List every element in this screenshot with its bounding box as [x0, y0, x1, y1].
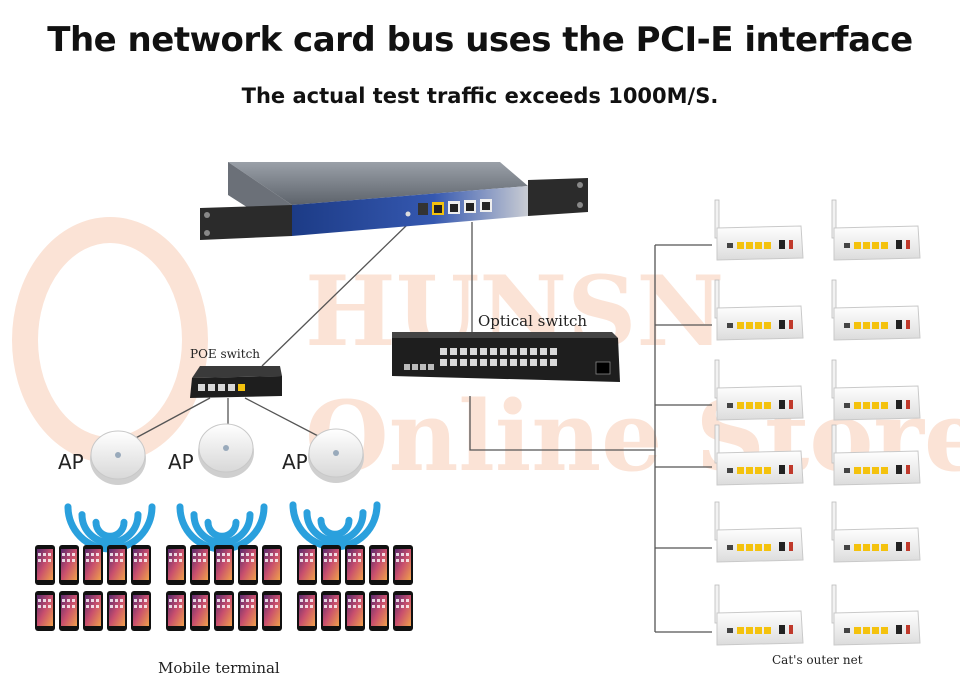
optical-switch-label: Optical switch — [478, 312, 588, 330]
phone — [83, 591, 103, 631]
phone — [262, 545, 282, 585]
phone — [393, 545, 413, 585]
poe-switch — [190, 366, 282, 398]
router — [714, 501, 804, 563]
wifi-signals — [64, 501, 381, 553]
phone — [131, 545, 151, 585]
poe-switch-label: POE switch — [190, 347, 261, 361]
wifi-arc — [303, 509, 367, 545]
router — [831, 584, 921, 646]
phone — [83, 545, 103, 585]
access-point — [90, 430, 146, 485]
phone — [35, 591, 55, 631]
wifi-arc — [78, 511, 142, 547]
phone — [190, 545, 210, 585]
phone — [59, 545, 79, 585]
ap-label: AP — [168, 450, 194, 474]
phone — [297, 545, 317, 585]
router — [714, 359, 804, 421]
router — [831, 424, 921, 486]
phone — [238, 545, 258, 585]
router — [831, 501, 921, 563]
wifi-arc — [204, 518, 240, 540]
page-subtitle: The actual test traffic exceeds 1000M/S. — [241, 84, 719, 108]
wifi-arc — [190, 511, 254, 547]
phone — [190, 591, 210, 631]
phone — [166, 591, 186, 631]
cat-routers — [714, 199, 921, 646]
phone — [107, 545, 127, 585]
phone — [369, 591, 389, 631]
page-title: The network card bus uses the PCI-E inte… — [47, 20, 913, 60]
phone — [35, 545, 55, 585]
cats-outer-net-label: Cat's outer net — [772, 653, 863, 667]
router — [714, 584, 804, 646]
ap-devices — [90, 423, 364, 485]
access-point — [308, 428, 364, 483]
phone — [214, 545, 234, 585]
phone — [297, 591, 317, 631]
router — [714, 199, 804, 261]
phone — [345, 545, 365, 585]
connection-lines — [131, 222, 712, 633]
phone — [345, 591, 365, 631]
optical-switch — [392, 332, 620, 382]
mobile-terminal-label: Mobile terminal — [158, 659, 280, 677]
phone — [321, 545, 341, 585]
server-appliance — [200, 162, 588, 240]
mobile-terminals — [35, 545, 413, 631]
phone — [321, 591, 341, 631]
wifi-arc — [92, 518, 128, 540]
phone — [369, 545, 389, 585]
phone — [59, 591, 79, 631]
phone — [238, 591, 258, 631]
ap-label: AP — [282, 450, 308, 474]
router — [714, 279, 804, 341]
access-point — [198, 423, 254, 478]
phone — [393, 591, 413, 631]
router — [831, 279, 921, 341]
phone — [107, 591, 127, 631]
router — [831, 359, 921, 421]
router — [714, 424, 804, 486]
router — [831, 199, 921, 261]
phone — [166, 545, 186, 585]
wifi-arc — [317, 516, 353, 538]
phone — [262, 591, 282, 631]
ap-label: AP — [58, 450, 84, 474]
phone — [214, 591, 234, 631]
phone — [131, 591, 151, 631]
